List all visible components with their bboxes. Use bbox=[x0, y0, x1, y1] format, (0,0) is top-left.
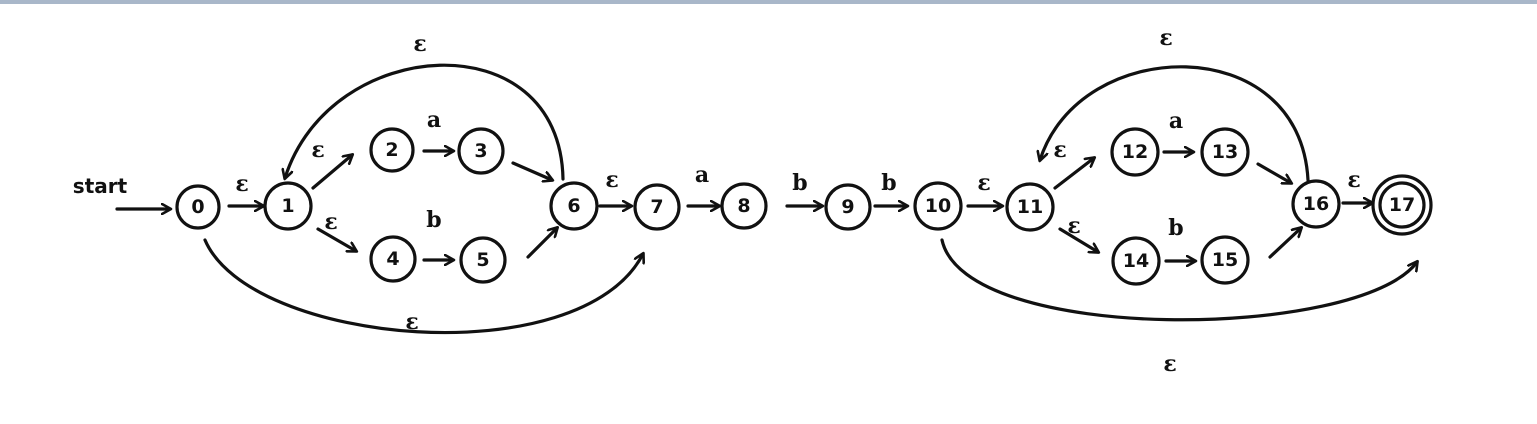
state-13-label: 13 bbox=[1212, 141, 1238, 163]
label-8-9: b bbox=[792, 170, 807, 196]
state-16: 16 bbox=[1291, 179, 1341, 229]
edge-16-11 bbox=[1040, 65, 1310, 182]
label-11-12: ε bbox=[1053, 137, 1066, 163]
label-9-10: b bbox=[881, 170, 896, 196]
state-6-label: 6 bbox=[567, 195, 580, 217]
top-border bbox=[0, 0, 1537, 4]
transitions-layer bbox=[203, 63, 1417, 335]
label-14-15: b bbox=[1168, 215, 1183, 241]
label-16-11: ε bbox=[1159, 25, 1172, 51]
state-4: 4 bbox=[369, 235, 417, 283]
label-0-1: ε bbox=[235, 171, 248, 197]
state-12: 12 bbox=[1110, 127, 1160, 177]
state-1-label: 1 bbox=[281, 195, 294, 217]
label-6-7: ε bbox=[605, 167, 618, 193]
state-0: 0 bbox=[175, 184, 221, 230]
state-5-label: 5 bbox=[476, 249, 489, 271]
state-7-label: 7 bbox=[650, 196, 663, 218]
state-3-label: 3 bbox=[474, 140, 487, 162]
start-label: start bbox=[73, 174, 128, 198]
state-11-label: 11 bbox=[1017, 196, 1043, 218]
edge-0-7 bbox=[203, 238, 643, 335]
edge-3-6 bbox=[511, 161, 552, 180]
state-1: 1 bbox=[263, 181, 313, 231]
label-12-13: a bbox=[1169, 108, 1183, 134]
state-2-label: 2 bbox=[385, 139, 398, 161]
state-17-accepting: 17 bbox=[1371, 174, 1433, 236]
edge-5-6 bbox=[526, 228, 557, 259]
transition-labels-layer: ε ε ε a b ε ε ε a b b ε ε ε a b ε ε ε bbox=[235, 25, 1360, 377]
state-15: 15 bbox=[1200, 235, 1250, 285]
state-4-label: 4 bbox=[386, 248, 399, 270]
state-5: 5 bbox=[459, 236, 507, 284]
states-layer: 0 1 2 3 4 5 6 7 bbox=[175, 127, 1433, 286]
label-1-4: ε bbox=[324, 209, 337, 235]
label-6-1: ε bbox=[413, 31, 426, 57]
label-16-17: ε bbox=[1347, 167, 1360, 193]
edge-1-2 bbox=[311, 155, 352, 190]
state-9: 9 bbox=[824, 183, 872, 231]
label-1-2: ε bbox=[311, 137, 324, 163]
state-9-label: 9 bbox=[841, 196, 854, 218]
edge-15-16 bbox=[1268, 228, 1301, 259]
state-0-label: 0 bbox=[191, 196, 204, 218]
state-16-label: 16 bbox=[1303, 193, 1329, 215]
edge-1-4 bbox=[316, 227, 356, 251]
state-15-label: 15 bbox=[1212, 249, 1238, 271]
state-7: 7 bbox=[633, 183, 681, 231]
label-10-11: ε bbox=[977, 170, 990, 196]
state-6: 6 bbox=[549, 181, 599, 231]
label-7-8: a bbox=[695, 162, 709, 188]
state-10: 10 bbox=[913, 181, 963, 231]
label-10-17: ε bbox=[1163, 351, 1176, 377]
edge-6-1 bbox=[285, 63, 565, 181]
label-4-5: b bbox=[426, 207, 441, 233]
state-14: 14 bbox=[1111, 236, 1161, 286]
state-2: 2 bbox=[369, 127, 415, 173]
state-3: 3 bbox=[457, 127, 505, 175]
state-10-label: 10 bbox=[925, 195, 951, 217]
state-12-label: 12 bbox=[1122, 141, 1148, 163]
label-2-3: a bbox=[427, 107, 441, 133]
label-0-7: ε bbox=[405, 309, 418, 335]
state-8-label: 8 bbox=[737, 195, 750, 217]
edge-11-14 bbox=[1058, 227, 1098, 252]
state-17-label: 17 bbox=[1389, 194, 1415, 216]
edge-13-16 bbox=[1256, 162, 1291, 183]
edge-11-12 bbox=[1053, 158, 1094, 190]
edge-10-17 bbox=[940, 238, 1417, 322]
state-8: 8 bbox=[720, 182, 768, 230]
state-13: 13 bbox=[1200, 127, 1250, 177]
label-11-14: ε bbox=[1067, 213, 1080, 239]
state-14-label: 14 bbox=[1123, 250, 1149, 272]
state-11: 11 bbox=[1005, 182, 1055, 232]
